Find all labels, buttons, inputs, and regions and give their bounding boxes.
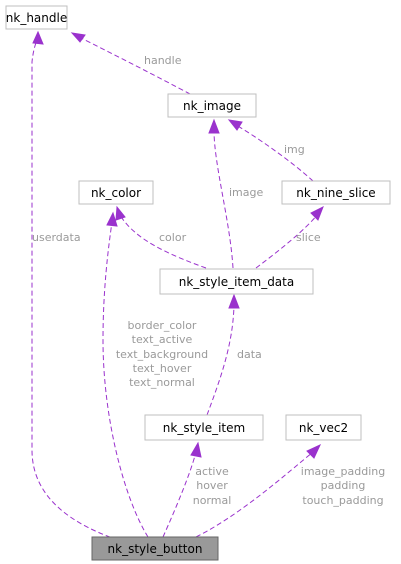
edge-label-normal: normal: [193, 494, 232, 507]
edge-label-hover: hover: [196, 479, 228, 492]
node-nk-style-item-data[interactable]: nk_style_item_data: [159, 268, 314, 295]
edge-color-fields: border_color text_active text_background…: [102, 211, 208, 538]
edge-slice: slice: [255, 205, 324, 269]
node-nk-image[interactable]: nk_image: [167, 93, 257, 118]
edge-label-userdata: userdata: [32, 231, 81, 244]
edge-label-padding: padding: [321, 479, 366, 492]
edge-label-text-normal: text_normal: [129, 376, 195, 389]
edge-label-touch-padding: touch_padding: [302, 494, 383, 507]
node-nk-color[interactable]: nk_color: [78, 180, 154, 205]
node-label-nk-image: nk_image: [183, 99, 241, 113]
edge-img: img: [227, 119, 314, 182]
edge-label-color: color: [159, 231, 187, 244]
edge-label-text-hover: text_hover: [133, 362, 192, 375]
edge-label-border-color: border_color: [128, 319, 197, 332]
node-nk-nine-slice[interactable]: nk_nine_slice: [281, 180, 391, 205]
edge-label-data: data: [237, 348, 262, 361]
edge-item-states: active hover normal: [162, 441, 232, 538]
node-label-nk-color: nk_color: [91, 186, 141, 200]
edge-label-text-active: text_active: [132, 333, 193, 346]
edge-label-image-padding: image_padding: [301, 465, 385, 478]
node-nk-handle[interactable]: nk_handle: [5, 5, 68, 30]
edge-label-img: img: [284, 143, 305, 156]
edge-userdata: userdata: [31, 30, 119, 541]
edge-label-text-background: text_background: [116, 348, 208, 361]
edge-data: data: [206, 293, 262, 416]
node-nk-vec2[interactable]: nk_vec2: [285, 414, 362, 441]
edge-image: image: [208, 118, 263, 269]
node-label-nk-style-item: nk_style_item: [163, 421, 245, 435]
edge-color: color: [115, 205, 207, 269]
edge-label-handle: handle: [144, 54, 182, 67]
node-label-nk-handle: nk_handle: [6, 11, 67, 25]
node-label-nk-style-item-data: nk_style_item_data: [179, 275, 294, 289]
node-label-nk-vec2: nk_vec2: [299, 421, 348, 435]
node-nk-style-item[interactable]: nk_style_item: [144, 414, 264, 441]
edge-handle: handle: [70, 32, 191, 95]
node-label-nk-style-button: nk_style_button: [108, 542, 203, 556]
edge-label-slice: slice: [296, 231, 321, 244]
edge-label-image: image: [229, 186, 263, 199]
edge-vec-fields: image_padding padding touch_padding: [195, 443, 385, 538]
node-label-nk-nine-slice: nk_nine_slice: [296, 186, 375, 200]
node-nk-style-button[interactable]: nk_style_button: [91, 536, 219, 561]
edge-label-active: active: [195, 465, 229, 478]
